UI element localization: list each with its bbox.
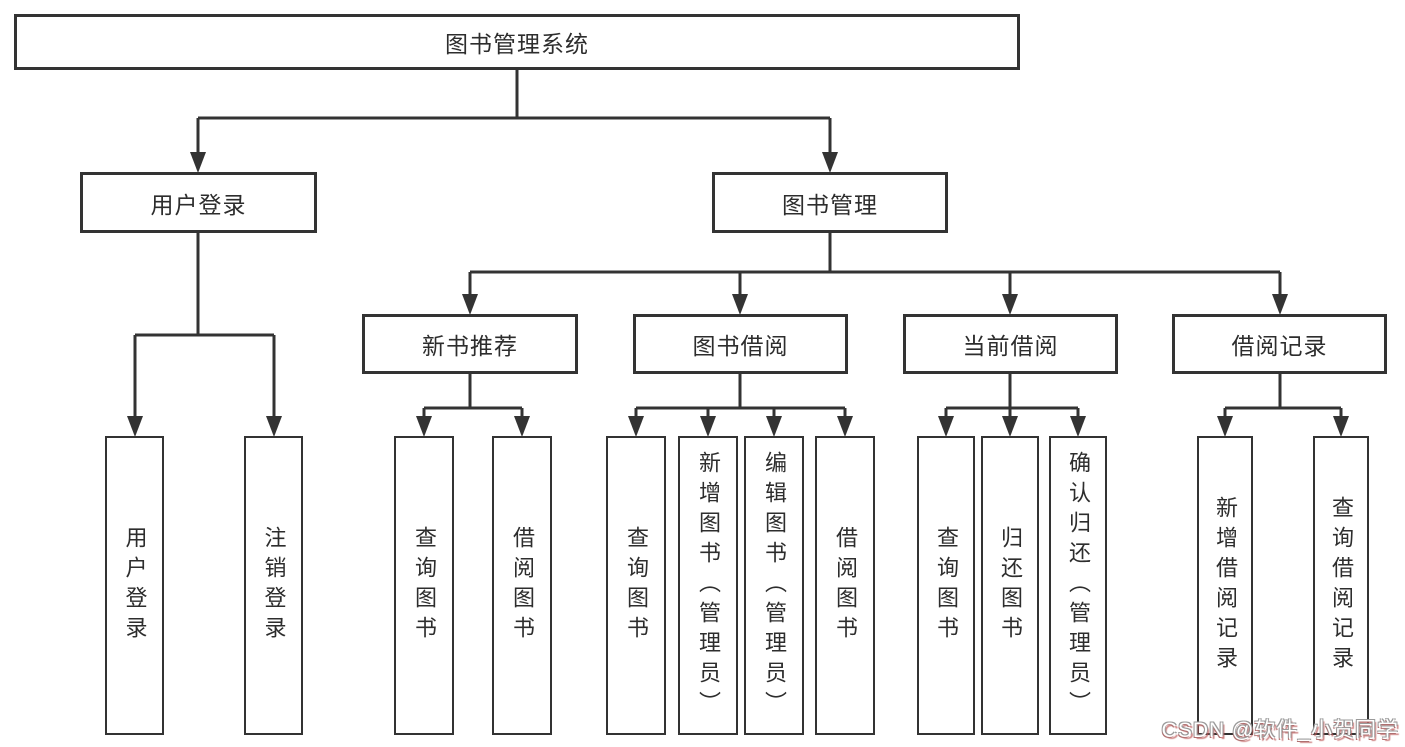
connector-new-book-recommendation-to-leaves (422, 374, 524, 416)
node-borrowing-records-label: 借阅记录 (1231, 333, 1328, 359)
node-current-borrowing-label: 当前借阅 (962, 333, 1059, 359)
arrowhead-leaf-query-books-borrow (628, 416, 644, 437)
leaf-edit-book-admin-label: 编辑图书（管理员） (762, 450, 787, 721)
node-library-system-label: 图书管理系统 (445, 31, 589, 57)
arrowhead-leaf-edit-book-admin (766, 416, 782, 437)
leaf-query-borrow-record-label: 查询借阅记录 (1329, 495, 1354, 676)
leaf-confirm-return-admin-label: 确认归还（管理员） (1066, 450, 1091, 721)
leaf-borrow-books: 借阅图书 (815, 436, 875, 735)
arrowhead-current-borrowing (1002, 294, 1018, 315)
leaf-user-login-label: 用户登录 (122, 525, 148, 646)
arrowhead-leaf-add-book-admin (700, 416, 716, 437)
connector-current-borrowing-to-leaves (944, 374, 1080, 416)
leaf-add-book-admin-label: 新增图书（管理员） (696, 450, 721, 721)
leaf-edit-book-admin: 编辑图书（管理员） (744, 436, 804, 735)
node-user-login: 用户登录 (80, 172, 317, 233)
leaf-borrow-books-recommend: 借阅图书 (492, 436, 552, 735)
arrowhead-leaf-query-books-current (938, 416, 954, 437)
arrowhead-leaf-return-books (1002, 416, 1018, 437)
node-book-management-label: 图书管理 (782, 191, 878, 218)
connector-book-management-to-level3 (468, 233, 1282, 294)
arrowhead-leaf-logout (266, 416, 282, 437)
node-new-book-recommendation-label: 新书推荐 (422, 333, 518, 359)
connector-book-borrowing-to-leaves (634, 374, 847, 416)
leaf-logout-label: 注销登录 (261, 525, 287, 646)
leaf-borrow-books-label: 借阅图书 (833, 525, 858, 646)
connector-root-to-level2 (196, 70, 832, 152)
arrowhead-borrowing-records (1272, 294, 1288, 315)
arrowhead-book-management (822, 152, 838, 173)
arrowhead-leaf-borrow-books-recommend (514, 416, 530, 437)
leaf-query-books-current: 查询图书 (917, 436, 975, 735)
leaf-user-login: 用户登录 (105, 436, 164, 735)
node-user-login-label: 用户登录 (150, 191, 247, 218)
arrowheads (127, 152, 1349, 437)
leaf-add-book-admin: 新增图书（管理员） (678, 436, 738, 735)
node-book-borrowing: 图书借阅 (633, 314, 848, 374)
arrowhead-leaf-user-login (127, 416, 143, 437)
node-book-management: 图书管理 (712, 172, 948, 233)
watermark-csdn: CSDN @软件_小贺同学 (1161, 719, 1399, 742)
leaf-query-books-borrow: 查询图书 (606, 436, 666, 735)
leaf-add-borrow-record: 新增借阅记录 (1197, 436, 1253, 735)
arrowhead-new-book-recommendation (462, 294, 478, 315)
arrowhead-book-borrowing (732, 294, 748, 315)
node-current-borrowing: 当前借阅 (903, 314, 1118, 374)
arrowhead-leaf-query-borrow-record (1333, 416, 1349, 437)
connector-user-login-to-leaves (133, 233, 276, 416)
node-new-book-recommendation: 新书推荐 (362, 314, 578, 374)
leaf-query-borrow-record: 查询借阅记录 (1313, 436, 1369, 735)
leaf-add-borrow-record-label: 新增借阅记录 (1213, 495, 1238, 676)
leaf-query-books-current-label: 查询图书 (934, 525, 959, 646)
arrowhead-leaf-confirm-return-admin (1070, 416, 1086, 437)
arrowhead-leaf-borrow-books (837, 416, 853, 437)
leaf-borrow-books-recommend-label: 借阅图书 (510, 525, 535, 646)
arrowhead-user-login (190, 152, 206, 173)
node-library-system: 图书管理系统 (14, 14, 1020, 70)
leaf-confirm-return-admin: 确认归还（管理员） (1049, 436, 1107, 735)
node-book-borrowing-label: 图书借阅 (692, 333, 789, 359)
arrowhead-leaf-query-books-recommend (416, 416, 432, 437)
arrowhead-leaf-add-borrow-record (1217, 416, 1233, 437)
leaf-query-books-recommend-label: 查询图书 (412, 525, 437, 646)
leaf-return-books-label: 归还图书 (998, 525, 1023, 646)
node-borrowing-records: 借阅记录 (1172, 314, 1387, 374)
leaf-logout: 注销登录 (244, 436, 303, 735)
leaf-query-books-recommend: 查询图书 (394, 436, 454, 735)
connector-borrowing-records-to-leaves (1223, 374, 1343, 416)
leaf-query-books-borrow-label: 查询图书 (624, 525, 649, 646)
leaf-return-books: 归还图书 (981, 436, 1039, 735)
